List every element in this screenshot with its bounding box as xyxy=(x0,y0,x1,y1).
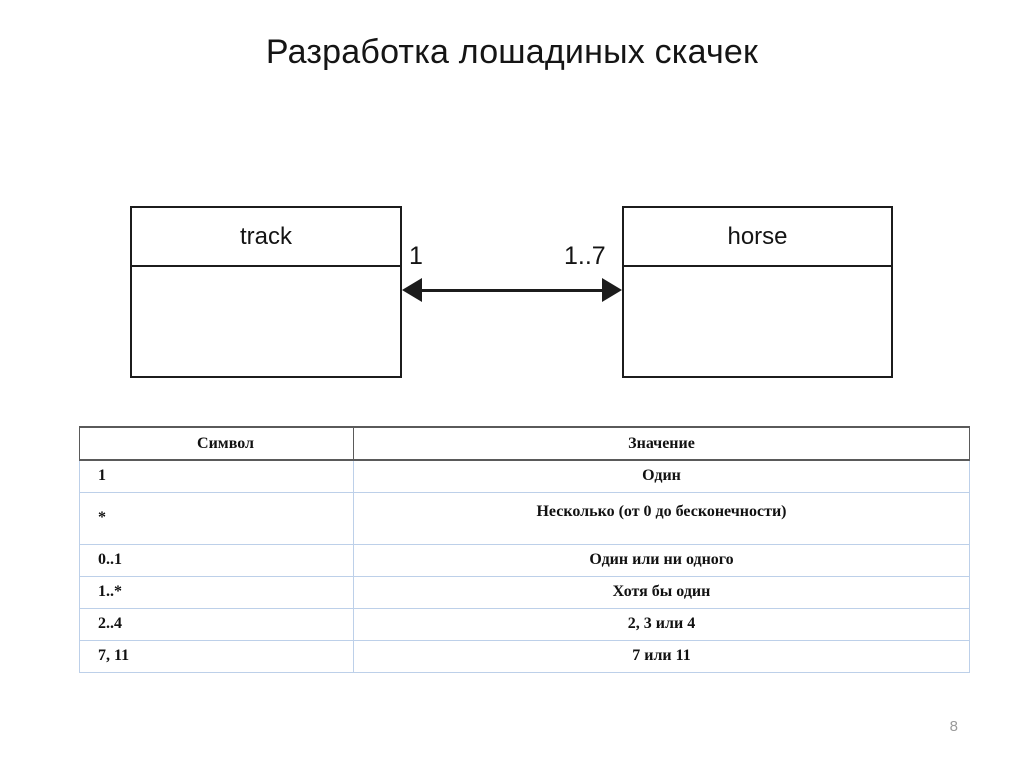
multiplicity-label-horse: 1..7 xyxy=(564,242,606,270)
table-row: 1..* Хотя бы один xyxy=(79,575,970,609)
multiplicity-legend-table: Символ Значение 1 Один * Несколько (от 0… xyxy=(79,426,970,673)
table-row: 1 Один xyxy=(79,459,970,493)
table-row: * Несколько (от 0 до бесконечности) xyxy=(79,491,970,545)
uml-class-track: track xyxy=(130,206,402,378)
cell-meaning: Несколько (от 0 до бесконечности) xyxy=(353,491,970,545)
cell-symbol: * xyxy=(79,491,354,545)
cell-meaning: Один xyxy=(353,459,970,493)
cell-symbol: 1..* xyxy=(79,575,354,609)
cell-meaning: 7 или 11 xyxy=(353,639,970,673)
multiplicity-label-track: 1 xyxy=(409,242,423,270)
cell-meaning: 2, 3 или 4 xyxy=(353,607,970,641)
uml-attribute-compartment-horse xyxy=(624,267,891,378)
cell-meaning: Хотя бы один xyxy=(353,575,970,609)
cell-symbol: 2..4 xyxy=(79,607,354,641)
cell-symbol: 7, 11 xyxy=(79,639,354,673)
cell-symbol: 1 xyxy=(79,459,354,493)
table-header-row: Символ Значение xyxy=(79,426,970,461)
uml-attribute-compartment-track xyxy=(132,267,400,378)
table-row: 0..1 Один или ни одного xyxy=(79,543,970,577)
cell-meaning: Один или ни одного xyxy=(353,543,970,577)
uml-class-horse: horse xyxy=(622,206,893,378)
uml-name-compartment-horse: horse xyxy=(624,208,891,267)
table-body: 1 Один * Несколько (от 0 до бесконечност… xyxy=(79,459,970,673)
table-row: 2..4 2, 3 или 4 xyxy=(79,607,970,641)
uml-class-diagram: track horse 1 1..7 xyxy=(0,190,1024,395)
arrowhead-right-icon xyxy=(602,278,622,302)
page-number: 8 xyxy=(949,718,958,735)
page-title: Разработка лошадиных скачек xyxy=(265,33,759,71)
cell-symbol: 0..1 xyxy=(79,543,354,577)
column-header-meaning: Значение xyxy=(353,426,970,461)
uml-class-name-track: track xyxy=(239,222,292,250)
column-header-symbol: Символ xyxy=(79,426,354,461)
uml-name-compartment-track: track xyxy=(132,208,400,267)
table-row: 7, 11 7 или 11 xyxy=(79,639,970,673)
uml-class-name-horse: horse xyxy=(727,222,788,250)
arrowhead-left-icon xyxy=(402,278,422,302)
association-line xyxy=(418,289,608,292)
